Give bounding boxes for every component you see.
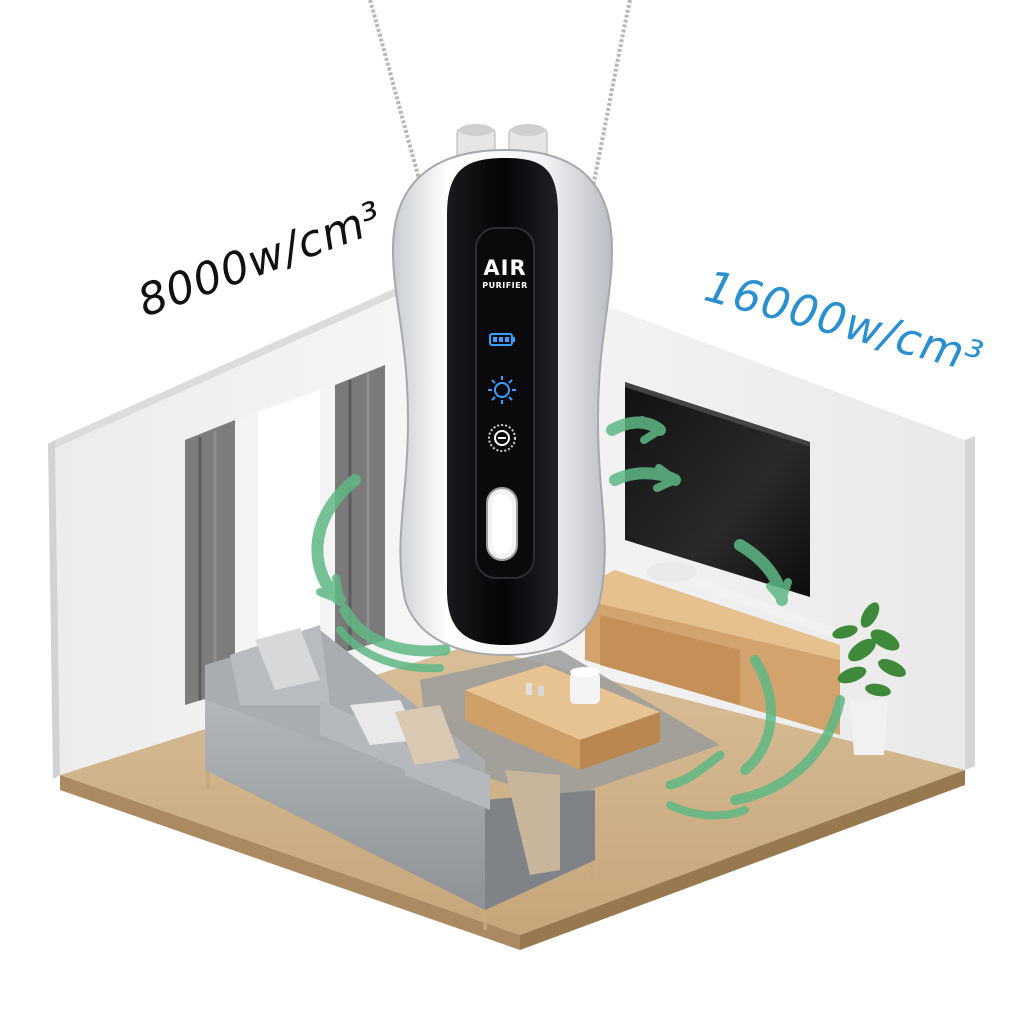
television	[625, 382, 810, 597]
ion-mode-icon	[488, 424, 516, 452]
device-brand-title: AIR	[483, 256, 527, 280]
window-curtains	[185, 365, 385, 705]
coffee-table	[465, 665, 660, 770]
battery-icon	[489, 333, 515, 346]
potted-plant	[832, 602, 906, 755]
airflow-arrows	[311, 416, 845, 820]
device-brand-subtitle: PURIFIER	[482, 281, 528, 290]
necklace-chain	[368, 0, 632, 201]
sun-mode-icon	[488, 376, 516, 404]
tv-console	[585, 545, 840, 735]
power-button[interactable]	[486, 487, 518, 561]
sofa	[205, 625, 595, 930]
